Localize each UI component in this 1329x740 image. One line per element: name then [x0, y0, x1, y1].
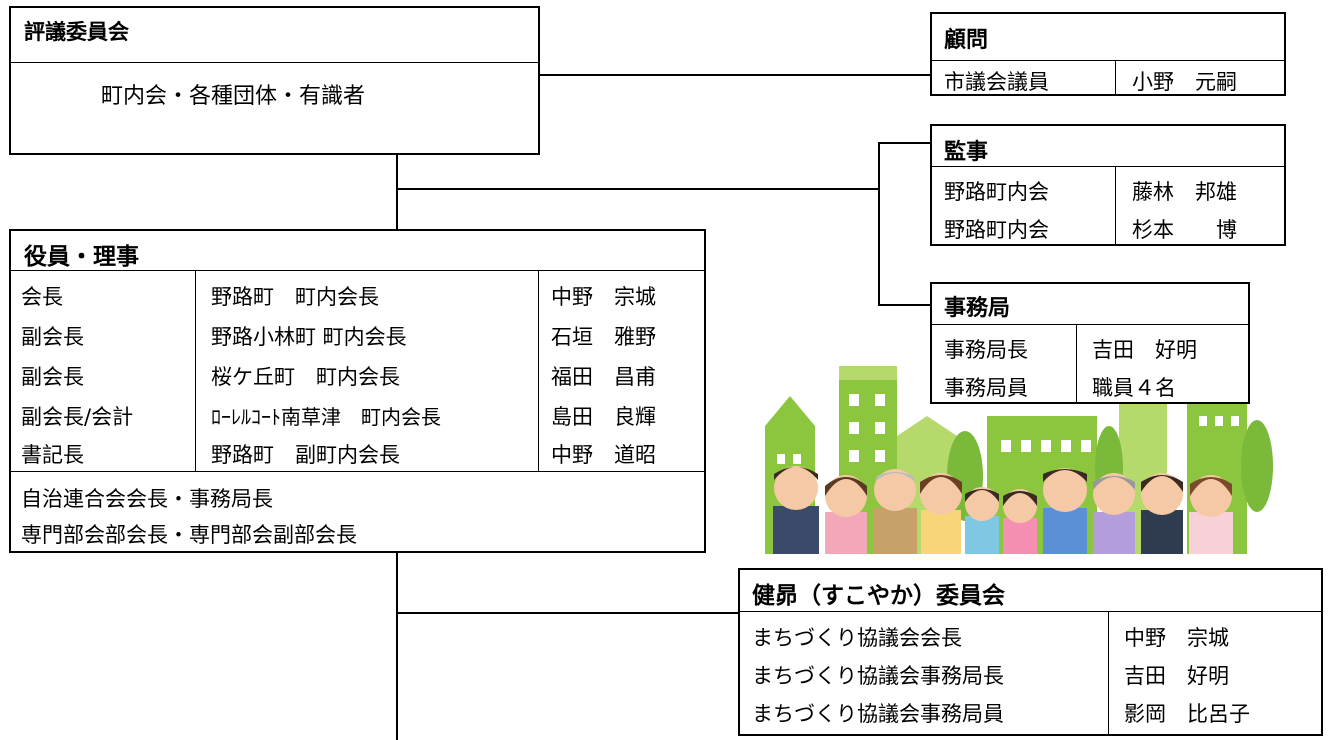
officers-divider-top [11, 270, 706, 271]
officer-role-4: 副会長/会計 [21, 405, 134, 429]
officer-org-5: 野路町 副町内会長 [211, 443, 400, 467]
committee-name-2: 吉田 好明 [1124, 664, 1229, 688]
officers-box: 役員・理事 会長 野路町 町内会長 中野 宗城 副会長 野路小林町 町内会長 石… [9, 229, 706, 553]
committee-divider [740, 611, 1323, 612]
office-name-2: 職員４名 [1092, 376, 1176, 400]
officer-role-3: 副会長 [21, 365, 84, 389]
advisor-divider [932, 60, 1286, 61]
officers-title: 役員・理事 [24, 244, 139, 270]
officers-col-divider-1 [195, 270, 196, 471]
committee-box: 健昴（すこやか）委員会 まちづくり協議会会長 中野 宗城 まちづくり協議会事務局… [738, 568, 1323, 736]
office-title: 事務局 [944, 296, 1011, 321]
auditor-box: 監事 野路町内会 藤林 邦雄 野路町内会 杉本 博 [930, 124, 1286, 246]
office-role-1: 事務局長 [944, 338, 1028, 362]
connector-committee [396, 612, 738, 614]
advisor-role: 市議会議員 [944, 70, 1049, 94]
committee-role-1: まちづくり協議会会長 [752, 626, 962, 650]
officer-role-2: 副会長 [21, 325, 84, 349]
committee-name-1: 中野 宗城 [1124, 626, 1229, 650]
connector-auditor-office [878, 142, 880, 305]
council-box: 評議委員会 町内会・各種団体・有識者 [9, 6, 540, 155]
connector-officers-auditor [398, 188, 880, 190]
council-members: 町内会・各種団体・有識者 [101, 84, 366, 109]
office-name-1: 吉田 好明 [1092, 338, 1197, 362]
officer-name-1: 中野 宗城 [551, 285, 656, 309]
committee-role-2: まちづくり協議会事務局長 [752, 664, 1004, 688]
auditor-title: 監事 [944, 140, 989, 165]
connector-office-stub [878, 304, 932, 306]
officer-name-4: 島田 良輝 [551, 405, 656, 429]
officers-footer-1: 自治連合会会長・事務局長 [21, 487, 273, 511]
auditor-name-1: 藤林 邦雄 [1132, 180, 1237, 204]
officer-name-5: 中野 道昭 [551, 443, 656, 467]
illustration-svg [765, 366, 1273, 554]
auditor-name-2: 杉本 博 [1132, 218, 1237, 242]
office-role-2: 事務局員 [944, 376, 1028, 400]
officer-name-3: 福田 昌甫 [551, 365, 656, 389]
officer-name-2: 石垣 雅野 [551, 325, 656, 349]
connector-council-advisor [538, 74, 932, 76]
office-box: 事務局 事務局長 吉田 好明 事務局員 職員４名 [930, 282, 1250, 404]
officer-org-4: ﾛｰﾚﾙｺｰﾄ南草津 町内会長 [211, 405, 441, 429]
officers-footer-2: 専門部会部会長・専門部会副部会長 [21, 523, 357, 547]
office-col-divider [1076, 324, 1077, 404]
officer-role-1: 会長 [21, 285, 63, 309]
auditor-org-1: 野路町内会 [944, 180, 1049, 204]
connector-auditor-stub [878, 142, 932, 144]
community-people-town-illustration [757, 356, 1287, 554]
council-title: 評議委員会 [24, 20, 129, 44]
committee-title: 健昴（すこやか）委員会 [752, 583, 1005, 609]
connector-officers-committee [396, 552, 398, 740]
auditor-col-divider [1115, 166, 1116, 246]
council-divider [11, 62, 540, 63]
officer-org-3: 桜ケ丘町 町内会長 [211, 365, 400, 389]
officer-org-2: 野路小林町 町内会長 [211, 325, 407, 349]
office-divider [932, 324, 1250, 325]
advisor-title: 顧問 [944, 28, 989, 53]
advisor-col-divider [1115, 60, 1116, 96]
committee-role-3: まちづくり協議会事務局員 [752, 702, 1004, 726]
advisor-name: 小野 元嗣 [1132, 70, 1237, 94]
connector-council-officers [396, 154, 398, 230]
auditor-org-2: 野路町内会 [944, 218, 1049, 242]
committee-name-3: 影岡 比呂子 [1124, 702, 1250, 726]
officer-role-5: 書記長 [21, 443, 84, 467]
officer-org-1: 野路町 町内会長 [211, 285, 379, 309]
advisor-box: 顧問 市議会議員 小野 元嗣 [930, 12, 1286, 96]
officers-divider-bottom [11, 471, 706, 472]
auditor-divider [932, 166, 1286, 167]
officers-col-divider-2 [538, 270, 539, 471]
committee-col-divider [1108, 611, 1109, 736]
